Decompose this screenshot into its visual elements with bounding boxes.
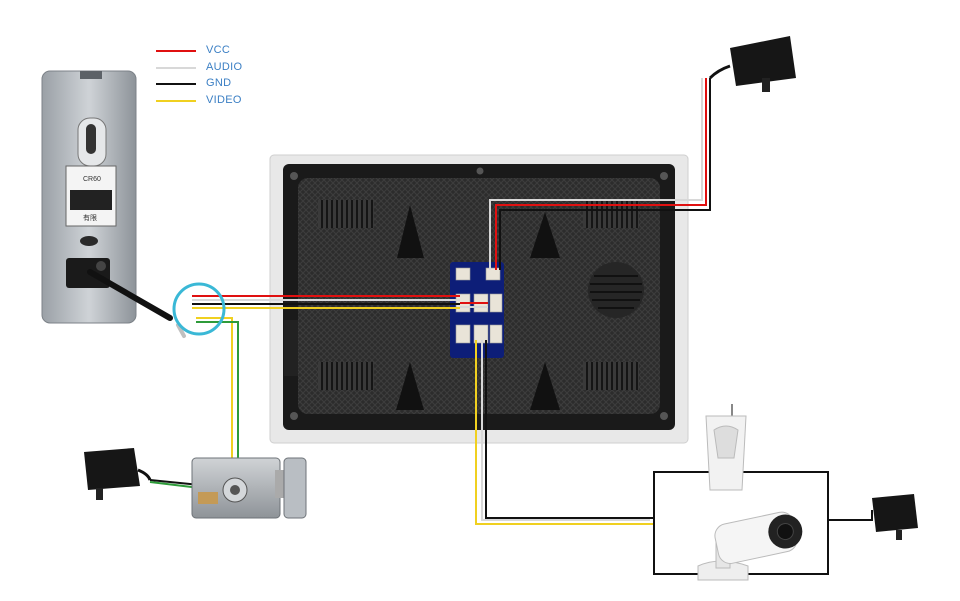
legend-label: VCC [206, 44, 231, 56]
legend-swatch [156, 83, 196, 85]
doorbell-camera: CR60 有限 [41, 70, 173, 324]
sticker-line-2: 有限 [83, 213, 97, 222]
cctv-camera [697, 511, 803, 581]
electric-lock [191, 457, 307, 519]
legend-swatch [156, 99, 196, 102]
doorbell-wires [192, 295, 488, 309]
legend-label: VIDEO [206, 93, 242, 106]
sticker-line-1: CR60 [83, 176, 101, 183]
monitor-back [269, 154, 689, 444]
power-adapter-top [489, 36, 796, 270]
legend-label: GND [206, 77, 232, 89]
legend-label: AUDIO [206, 60, 243, 73]
pir-sensor [705, 404, 747, 491]
legend-swatch [156, 50, 196, 52]
power-adapter-right [872, 494, 918, 540]
legend-swatch [156, 66, 196, 69]
magnifier-icon [172, 282, 226, 338]
power-adapter-left [84, 448, 152, 500]
